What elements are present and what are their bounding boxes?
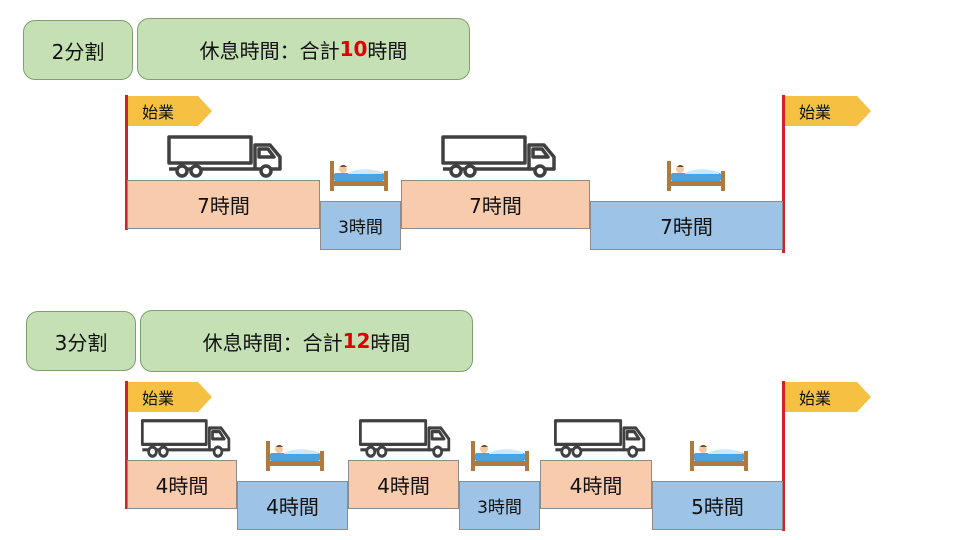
segment-work: 7時間 (127, 180, 320, 229)
start-flag: 始業 (128, 382, 212, 412)
segment-rest: 4時間 (237, 481, 348, 530)
end-pole (782, 95, 785, 253)
bed-icon (471, 441, 529, 471)
bed-icon (330, 161, 388, 191)
segment-work: 4時間 (127, 460, 237, 509)
truck-icon (441, 135, 556, 178)
flag-icon (128, 382, 212, 412)
summary-suffix: 時間 (370, 330, 411, 355)
summary-prefix: 休息時間：合計 (202, 330, 343, 355)
segment-rest: 5時間 (652, 481, 783, 530)
end-flag: 始業 (785, 382, 871, 412)
summary-number: 10 (339, 37, 368, 61)
segment-rest: 7時間 (590, 201, 783, 250)
segment-rest: 3時間 (320, 201, 401, 250)
truck-icon (140, 419, 231, 458)
start-pole (125, 95, 128, 230)
flag-icon (128, 96, 212, 126)
segment-work: 4時間 (348, 460, 459, 509)
segment-rest: 3時間 (459, 481, 540, 530)
summary-prefix: 休息時間：合計 (199, 38, 340, 63)
bed-icon (690, 441, 748, 471)
summary-number: 12 (342, 329, 371, 353)
bed-icon (667, 161, 725, 191)
end-pole (782, 381, 785, 531)
segment-work: 7時間 (401, 180, 590, 229)
end-flag: 始業 (785, 96, 871, 126)
truck-icon (167, 135, 282, 178)
flag-icon (785, 382, 871, 412)
start-flag: 始業 (128, 96, 212, 126)
bed-icon (266, 441, 324, 471)
truck-icon (358, 419, 451, 458)
flag-icon (785, 96, 871, 126)
truck-icon (553, 419, 646, 458)
segment-work: 4時間 (540, 460, 652, 509)
section1-tag: 2分割 (23, 20, 133, 80)
section2-tag: 3分割 (26, 311, 136, 371)
summary-suffix: 時間 (367, 38, 408, 63)
start-pole (125, 381, 128, 509)
